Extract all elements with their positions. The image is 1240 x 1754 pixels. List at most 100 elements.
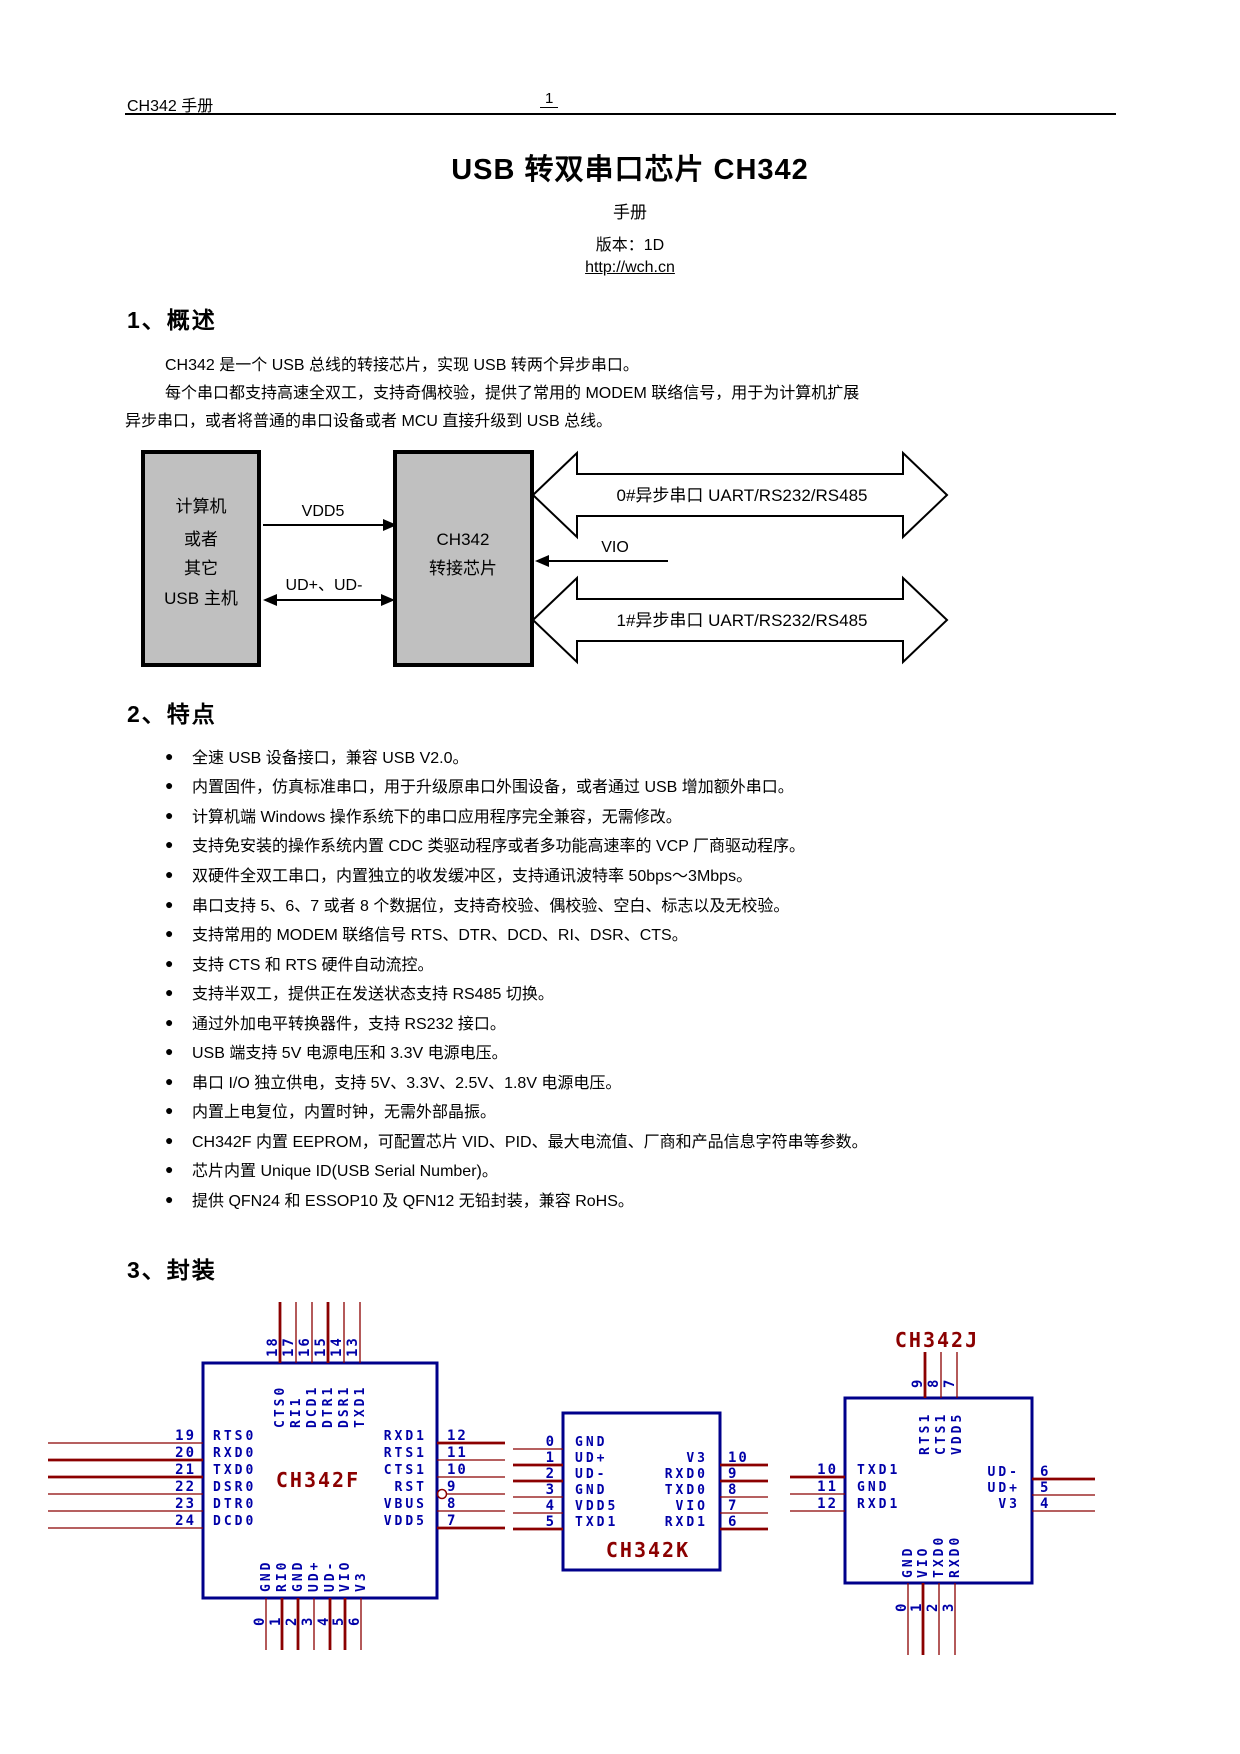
pin-label: VIO bbox=[916, 1546, 931, 1578]
pin-label: GND bbox=[901, 1546, 916, 1578]
pin-label: V3 bbox=[998, 1497, 1020, 1512]
chip-name-label: CH342J bbox=[895, 1328, 979, 1352]
bullet-icon: ● bbox=[165, 1013, 174, 1030]
pin-label: UD- bbox=[323, 1560, 338, 1592]
pin-label: TXD0 bbox=[665, 1483, 708, 1498]
pin-label: UD- bbox=[988, 1465, 1020, 1480]
feature-item: ●串口 I/O 独立供电，支持 5V、3.3V、2.5V、1.8V 电源电压。 bbox=[165, 1066, 1155, 1096]
chip-body-CH342K bbox=[561, 1411, 722, 1572]
feature-text: USB 端支持 5V 电源电压和 3.3V 电源电压。 bbox=[192, 1045, 508, 1063]
header-doc-title: CH342 手册 bbox=[127, 98, 214, 115]
pin-number: 22 bbox=[175, 1479, 196, 1495]
host-box-line: USB 主机 bbox=[164, 589, 238, 608]
feature-item: ● 提供 QFN24 和 ESSOP10 及 QFN12 无铅封装，兼容 RoHS… bbox=[165, 1184, 1155, 1214]
pin-label: DCD1 bbox=[305, 1385, 320, 1428]
feature-item: ●支持免安装的操作系统内置 CDC 类驱动程序或者多功能高速率的 VCP 厂商驱… bbox=[165, 830, 1155, 860]
pin-number: 24 bbox=[175, 1513, 196, 1529]
feature-item: ●支持常用的 MODEM 联络信号 RTS、DTR、DCD、RI、DSR、CTS… bbox=[165, 918, 1155, 948]
pin-number: 1 bbox=[546, 1450, 556, 1466]
pin-number: 5 bbox=[331, 1616, 347, 1626]
header-rule bbox=[125, 113, 1116, 115]
pin-number: 17 bbox=[281, 1336, 297, 1357]
pin-number: 5 bbox=[546, 1514, 556, 1530]
pin-number: 6 bbox=[728, 1514, 738, 1530]
pin-label: RTS1 bbox=[918, 1412, 933, 1455]
bullet-icon: ● bbox=[165, 1043, 174, 1060]
pin-number: 18 bbox=[265, 1336, 281, 1357]
pin-label: VDD5 bbox=[575, 1499, 618, 1514]
feature-item: ●全速 USB 设备接口，兼容 USB V2.0。 bbox=[165, 741, 1155, 771]
feature-text: 内置固件，仿真标准串口，用于升级原串口外围设备，或者通过 USB 增加额外串口。 bbox=[192, 779, 794, 797]
bullet-icon: ● bbox=[165, 954, 174, 971]
section1-heading: 1、概述 bbox=[127, 307, 217, 333]
pin-number: 0 bbox=[894, 1602, 910, 1612]
pin-number: 14 bbox=[329, 1336, 345, 1357]
pin-number: 15 bbox=[313, 1336, 329, 1357]
pin-label: UD+ bbox=[307, 1560, 322, 1592]
pin-number: 11 bbox=[447, 1445, 468, 1461]
uart1-arrow bbox=[531, 575, 949, 665]
pin-label: UD- bbox=[575, 1467, 607, 1482]
feature-item: ● 支持半双工，提供正在发送状态支持 RS485 切换。 bbox=[165, 977, 1155, 1007]
pin-number: 4 bbox=[546, 1498, 556, 1514]
pin-number: 6 bbox=[1040, 1464, 1050, 1480]
pin-label: CTS0 bbox=[273, 1385, 288, 1428]
feature-item: ● CH342F 内置 EEPROM，可配置芯片 VID、PID、最大电流值、厂商… bbox=[165, 1125, 1155, 1155]
pin-number: 0 bbox=[546, 1434, 556, 1450]
pin-number: 23 bbox=[175, 1496, 196, 1512]
section1-para1: CH342 是一个 USB 总线的转接芯片，实现 USB 转两个异步串口。 bbox=[165, 357, 639, 374]
feature-item: ● 通过外加电平转换器件，支持 RS232 接口。 bbox=[165, 1007, 1155, 1037]
pin-number: 8 bbox=[728, 1482, 738, 1498]
bullet-icon: ● bbox=[165, 1131, 174, 1148]
website-link-wrap: http://wch.cn bbox=[125, 259, 1135, 277]
pin-number: 10 bbox=[728, 1450, 749, 1466]
pin-label: RXD1 bbox=[384, 1429, 427, 1444]
bullet-icon: ● bbox=[165, 895, 174, 912]
bullet-icon: ● bbox=[165, 777, 174, 794]
pin-number: 5 bbox=[1040, 1480, 1050, 1496]
vio-label: VIO bbox=[601, 539, 629, 556]
feature-item: ● 内置固件，仿真标准串口，用于升级原串口外围设备，或者通过 USB 增加额外串口… bbox=[165, 771, 1155, 801]
pin-label: DSR0 bbox=[213, 1480, 256, 1495]
host-box-line: 其它 bbox=[184, 559, 218, 578]
pin-number: 3 bbox=[941, 1602, 957, 1612]
bullet-icon: ● bbox=[165, 984, 174, 1001]
feature-text: 支持常用的 MODEM 联络信号 RTS、DTR、DCD、RI、DSR、CTS。 bbox=[192, 927, 688, 945]
feature-item: ●双硬件全双工串口，内置独立的收发缓冲区，支持通讯波特率 50bps～3Mbps… bbox=[165, 859, 1155, 889]
feature-text: 计算机端 Windows 操作系统下的串口应用程序完全兼容，无需修改。 bbox=[192, 808, 682, 826]
chip-box-line: 转接芯片 bbox=[429, 559, 497, 578]
pin-number: 19 bbox=[175, 1428, 196, 1444]
pin-label: RI0 bbox=[275, 1560, 290, 1592]
feature-text: CH342F 内置 EEPROM，可配置芯片 VID、PID、最大电流值、厂商和… bbox=[192, 1133, 868, 1151]
section2-heading: 2、特点 bbox=[127, 701, 217, 727]
bullet-icon: ● bbox=[165, 747, 174, 764]
ud-arrowhead-right-icon bbox=[381, 594, 395, 606]
pin-label: V3 bbox=[354, 1570, 369, 1592]
feature-text: 支持半双工，提供正在发送状态支持 RS485 切换。 bbox=[192, 986, 554, 1004]
website-link[interactable]: http://wch.cn bbox=[585, 259, 675, 276]
pin-number: 7 bbox=[447, 1513, 457, 1529]
features-list: ●全速 USB 设备接口，兼容 USB V2.0。 ● 内置固件，仿真标准串口，用… bbox=[165, 741, 1155, 1214]
chip-name-label: CH342K bbox=[606, 1538, 690, 1562]
pin-label: CTS1 bbox=[934, 1412, 949, 1455]
pin-number: 20 bbox=[175, 1445, 196, 1461]
bullet-icon: ● bbox=[165, 1190, 174, 1207]
pin-number: 7 bbox=[728, 1498, 738, 1514]
pin-label: TXD1 bbox=[575, 1515, 618, 1530]
pin-label: UD+ bbox=[575, 1451, 607, 1466]
pin-label: GND bbox=[575, 1435, 607, 1450]
feature-text: 提供 QFN24 和 ESSOP10 及 QFN12 无铅封装，兼容 RoHS。 bbox=[192, 1192, 634, 1210]
pin-label: TXD0 bbox=[932, 1535, 947, 1578]
pin-number: 10 bbox=[447, 1462, 468, 1478]
feature-text: 串口 I/O 独立供电，支持 5V、3.3V、2.5V、1.8V 电源电压。 bbox=[192, 1074, 622, 1092]
vdd5-label: VDD5 bbox=[302, 503, 345, 520]
feature-text: 内置上电复位，内置时钟，无需外部晶振。 bbox=[192, 1104, 497, 1122]
vio-arrowhead-icon bbox=[535, 555, 549, 567]
pin-label: TXD1 bbox=[353, 1385, 368, 1428]
pin-label: TXD1 bbox=[857, 1463, 900, 1478]
feature-text: 通过外加电平转换器件，支持 RS232 接口。 bbox=[192, 1015, 506, 1033]
pin-number: 12 bbox=[447, 1428, 468, 1444]
rst-circle-icon bbox=[436, 1488, 448, 1500]
